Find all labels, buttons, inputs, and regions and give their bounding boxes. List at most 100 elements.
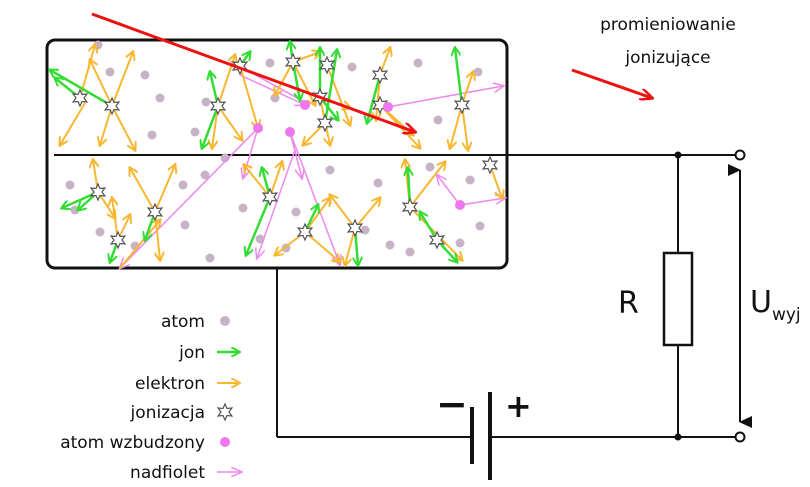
atom-dot xyxy=(347,62,357,72)
atom-dot xyxy=(360,225,370,235)
battery xyxy=(470,392,492,480)
electron-arrow xyxy=(119,220,160,269)
resistor-label: R xyxy=(618,286,639,321)
electron-arrow xyxy=(269,162,282,198)
electron-arrow xyxy=(100,105,113,145)
atom-dot xyxy=(473,67,483,77)
excited-atom-dot xyxy=(455,200,465,210)
atom-dot xyxy=(147,130,157,140)
ionization-star xyxy=(371,65,389,85)
electron-arrow xyxy=(130,168,156,213)
ionization-star xyxy=(401,197,419,217)
atom-dot xyxy=(433,115,443,125)
atom-dot xyxy=(180,220,190,230)
atom-dot xyxy=(178,180,188,190)
excited-atom-dot xyxy=(300,100,310,110)
ionization-events xyxy=(71,52,499,250)
atom-dot xyxy=(455,238,465,248)
electron-arrow xyxy=(217,55,235,107)
voltage-label: Uwyj xyxy=(750,285,801,325)
ionization-star xyxy=(346,218,364,238)
voltage-label-sub: wyj xyxy=(772,305,801,325)
ultraviolet-arrow xyxy=(289,131,340,265)
ultraviolet-arrow xyxy=(120,127,259,268)
ion-arrow xyxy=(246,196,272,255)
atom-dot xyxy=(95,227,105,237)
electron-arrow xyxy=(345,227,356,265)
electron-arrow xyxy=(450,104,463,148)
atom-dot xyxy=(105,67,115,77)
radiation-label-line2: jonizujące xyxy=(624,48,710,68)
atom-dot xyxy=(475,221,485,231)
electron-arrow xyxy=(90,60,113,107)
electron-arrow xyxy=(244,165,271,198)
electron-arrow xyxy=(275,61,294,95)
atom-dot xyxy=(413,58,423,68)
atom-dot xyxy=(190,127,200,137)
ultraviolet-arrow xyxy=(257,149,296,258)
ultraviolet-arrow xyxy=(437,175,461,206)
ion-arrow xyxy=(420,212,439,241)
atom-dot xyxy=(155,93,165,103)
electron-arrow xyxy=(60,102,86,145)
ion-arrow xyxy=(455,48,464,106)
atom-dot xyxy=(405,247,415,257)
ionization-star xyxy=(284,52,302,72)
legend-ionization-icon xyxy=(216,402,234,422)
ionization-star xyxy=(428,230,446,250)
ionization-star xyxy=(316,113,334,133)
ionization-star xyxy=(371,95,389,115)
voltage-label-main: U xyxy=(750,285,772,320)
legend-atom-icon xyxy=(220,316,230,326)
atom-dot xyxy=(238,203,248,213)
ultraviolet-paths xyxy=(120,62,505,268)
legend-label-atom: atom xyxy=(161,312,205,332)
atom-particles xyxy=(65,40,485,263)
atom-dot xyxy=(140,70,150,80)
electron-arrow xyxy=(326,64,350,125)
ultraviolet-arrow xyxy=(387,86,503,108)
electron-arrow xyxy=(461,104,468,150)
electron-arrow xyxy=(330,195,356,229)
atom-dot xyxy=(325,165,335,175)
excited-atom-dot xyxy=(285,127,295,137)
electron-arrow xyxy=(217,105,242,140)
excited-atom-dot xyxy=(253,123,263,133)
electron-arrow xyxy=(239,65,258,128)
electron-arrow xyxy=(292,61,315,105)
radiation-label-line1: promieniowanie xyxy=(600,15,736,35)
electron-arrow xyxy=(304,198,330,233)
circuit xyxy=(54,149,752,480)
atom-dot xyxy=(200,170,210,180)
electron-arrow xyxy=(354,198,380,229)
ionization-star xyxy=(209,96,227,116)
legend-excited-atom-icon xyxy=(220,437,230,447)
atom-dot xyxy=(373,178,383,188)
electron-arrow xyxy=(97,191,115,218)
battery-plus-sign: + xyxy=(505,387,532,425)
atom-dot xyxy=(205,253,215,263)
atom-dot xyxy=(385,240,395,250)
ionization-star xyxy=(109,230,127,250)
atom-dot xyxy=(65,180,75,190)
legend-label-ionization: jonizacja xyxy=(130,403,205,423)
ultraviolet-arrow xyxy=(289,131,302,178)
ion-arrow xyxy=(202,105,220,148)
ionization-star xyxy=(318,55,336,75)
excited-atom-dot xyxy=(383,102,393,112)
ionization-star xyxy=(71,88,89,108)
electron-arrow xyxy=(111,52,133,107)
electron-arrow xyxy=(461,72,473,106)
ionization-star xyxy=(103,96,121,116)
legend-label-electron: elektron xyxy=(135,374,205,394)
electron-arrow xyxy=(489,164,502,198)
excited-atoms xyxy=(253,100,465,210)
ion-arrow xyxy=(323,50,337,124)
electron-arrow xyxy=(154,165,175,213)
atom-dot xyxy=(201,97,211,107)
atom-dot xyxy=(265,58,275,68)
battery-minus-sign: − xyxy=(436,382,468,426)
radiation-legend-arrow xyxy=(571,68,652,98)
junction-dot-bottom xyxy=(674,433,682,441)
